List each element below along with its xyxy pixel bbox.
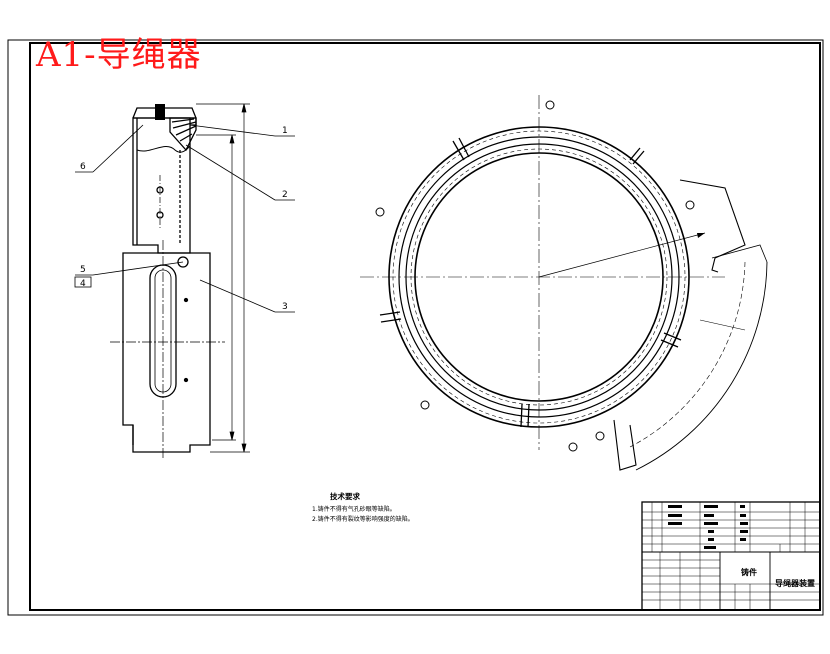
balloon-2: 2 [282,190,288,200]
title-block [641,501,821,611]
tech-notes-heading: 技术要求 [330,491,360,501]
pin-hole [177,256,189,268]
balloon-5: 5 [80,265,86,275]
tech-note-2: 2.铸件不得有裂纹等影响强度的缺陷。 [312,515,414,523]
drawing-title: A1-导绳器 [36,35,202,75]
sheet-outer-border [7,39,824,616]
balloon-3: 3 [282,302,288,312]
tech-notes: 技术要求 1.铸件不得有气孔砂眼等缺陷。 2.铸件不得有裂纹等影响强度的缺陷。 [312,491,414,523]
title-block-material: 铸件 [741,567,757,577]
tech-note-1: 1.铸件不得有气孔砂眼等缺陷。 [312,505,396,513]
upper-body [132,117,191,254]
parts-list-marks [668,505,748,549]
section-dimensions [196,103,250,453]
section-view [110,104,225,460]
lower-body [122,252,211,453]
bolt-head [155,104,165,120]
top-cap [132,107,197,126]
leaders [74,124,295,313]
balloon-6: 6 [80,162,86,172]
title-block-part-name: 导绳器装置 [775,578,815,588]
drawing-frame [29,42,821,611]
ring-view [360,95,768,471]
balloon-1: 1 [282,126,288,136]
balloon-4: 4 [80,279,86,289]
wedge-part [169,117,197,152]
